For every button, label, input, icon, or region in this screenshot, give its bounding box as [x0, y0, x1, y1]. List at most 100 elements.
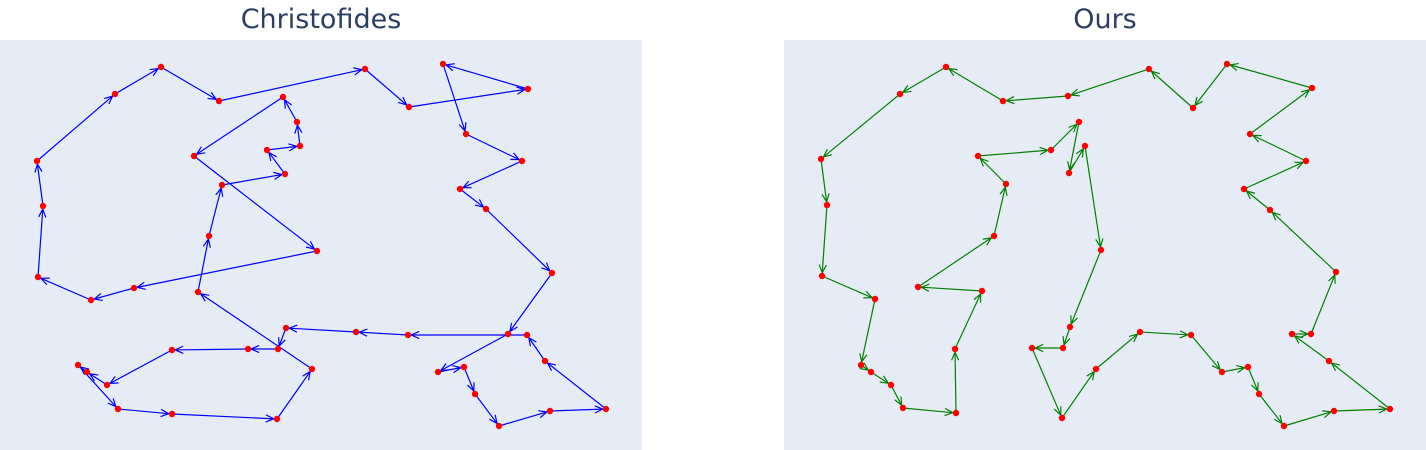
tour-edge	[549, 408, 603, 412]
christofides-plot	[0, 40, 642, 450]
tour-edge	[528, 337, 546, 362]
tour-edge	[196, 96, 284, 155]
edge-arrowhead	[1128, 333, 1139, 343]
tour-edge	[442, 63, 466, 132]
city-node	[308, 365, 316, 373]
city-node	[823, 201, 831, 209]
city-node	[83, 368, 91, 376]
edge-arrowhead	[1211, 360, 1221, 371]
city-node	[899, 404, 907, 412]
city-node	[523, 331, 531, 339]
tour-edge	[1070, 249, 1102, 325]
tour-edge	[89, 373, 108, 386]
edge-arrowhead	[135, 281, 146, 290]
city-node	[1307, 330, 1315, 338]
tour-edge	[1229, 64, 1313, 89]
tour-edge	[509, 272, 553, 332]
city-node	[215, 97, 223, 105]
city-node	[1092, 365, 1100, 373]
plot-background	[0, 40, 642, 450]
tour-edge	[1095, 333, 1138, 370]
city-node	[111, 90, 119, 98]
city-node	[434, 368, 442, 376]
edge-arrowhead	[283, 98, 292, 109]
city-node	[602, 405, 610, 413]
tour-edge	[820, 158, 828, 202]
tour-edge	[268, 152, 286, 175]
city-node	[405, 103, 413, 111]
city-node	[460, 363, 468, 371]
city-node	[404, 331, 412, 339]
tour-edge	[463, 366, 475, 392]
city-node	[313, 247, 321, 255]
edge-arrowhead	[474, 199, 485, 208]
city-node	[1223, 60, 1231, 68]
city-node	[952, 409, 960, 417]
tour-edge	[921, 286, 983, 292]
edge-arrowhead	[287, 324, 298, 333]
tour-edge	[1271, 211, 1337, 273]
tour-edge	[474, 393, 498, 424]
tour-edge	[445, 64, 529, 90]
edge-arrowhead	[294, 123, 303, 134]
tour-edge	[208, 187, 222, 237]
city-node	[1218, 368, 1226, 376]
city-node	[456, 185, 464, 193]
tour-edge	[175, 348, 249, 351]
tour-edge	[359, 331, 409, 336]
city-node	[274, 345, 282, 353]
tour-edge	[1139, 331, 1188, 336]
city-node	[205, 232, 213, 240]
city-node	[218, 181, 226, 189]
tour-edge	[1252, 134, 1307, 162]
tour-edge	[462, 160, 523, 189]
tour-edge	[1150, 70, 1194, 109]
tour-edge	[1294, 335, 1330, 362]
city-node	[974, 152, 982, 160]
city-nodes	[33, 60, 610, 430]
city-node	[817, 155, 825, 163]
edge-arrowhead	[452, 364, 463, 374]
city-node	[471, 390, 479, 398]
city-node	[279, 93, 287, 101]
tour-edge	[193, 155, 315, 250]
city-node	[281, 170, 289, 178]
city-node	[168, 410, 176, 418]
city-node	[1280, 422, 1288, 430]
city-node	[244, 345, 252, 353]
edge-arrowhead	[1194, 96, 1203, 107]
plot-background	[784, 40, 1426, 450]
city-node	[1330, 407, 1338, 415]
city-node	[887, 381, 895, 389]
tour-edge	[109, 349, 173, 385]
tour-edge	[821, 204, 828, 273]
edge-arrowhead	[1095, 238, 1104, 249]
city-node	[1145, 65, 1153, 73]
city-node	[999, 97, 1007, 105]
tour-edge	[1258, 393, 1283, 424]
city-node	[87, 296, 95, 304]
city-node	[871, 295, 879, 303]
edge-arrowhead	[207, 91, 218, 101]
tour-edge	[218, 69, 363, 102]
edge-arrowhead	[821, 193, 830, 204]
edge-arrowhead	[541, 262, 551, 272]
city-node	[352, 328, 360, 336]
city-node	[103, 381, 111, 389]
edge-arrowhead	[1378, 405, 1389, 414]
city-node	[867, 368, 875, 376]
edge-arrowhead	[160, 408, 171, 418]
tour-edge	[1243, 161, 1304, 190]
tour-edge	[117, 408, 169, 415]
city-node	[1266, 206, 1274, 214]
city-node	[1308, 84, 1316, 92]
edge-arrowhead	[34, 162, 43, 173]
tour-edge	[40, 277, 92, 301]
city-node	[439, 60, 447, 68]
city-node	[1240, 185, 1248, 193]
tour-edge	[498, 411, 548, 427]
city-node	[462, 130, 470, 138]
edge-arrowhead	[818, 264, 827, 275]
edge-arrowhead	[999, 185, 1008, 196]
city-node	[1325, 357, 1333, 365]
